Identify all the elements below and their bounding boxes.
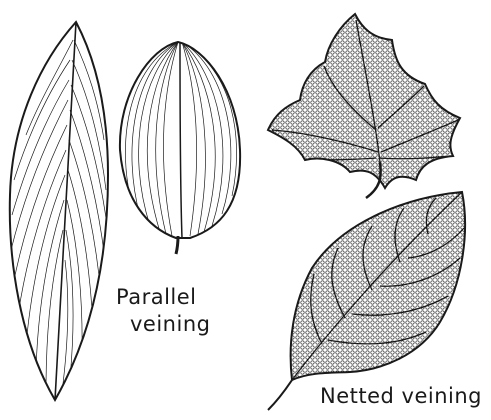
- parallel-veining-label-line1: Parallel: [116, 285, 197, 309]
- ovate-leaf: [268, 192, 465, 410]
- netted-veining-label: Netted veining: [320, 384, 482, 408]
- lobed-leaf: [268, 14, 460, 198]
- lanceolate-leaf: [10, 22, 108, 400]
- oval-leaf: [120, 42, 240, 254]
- parallel-veining-label-line2: veining: [130, 312, 210, 336]
